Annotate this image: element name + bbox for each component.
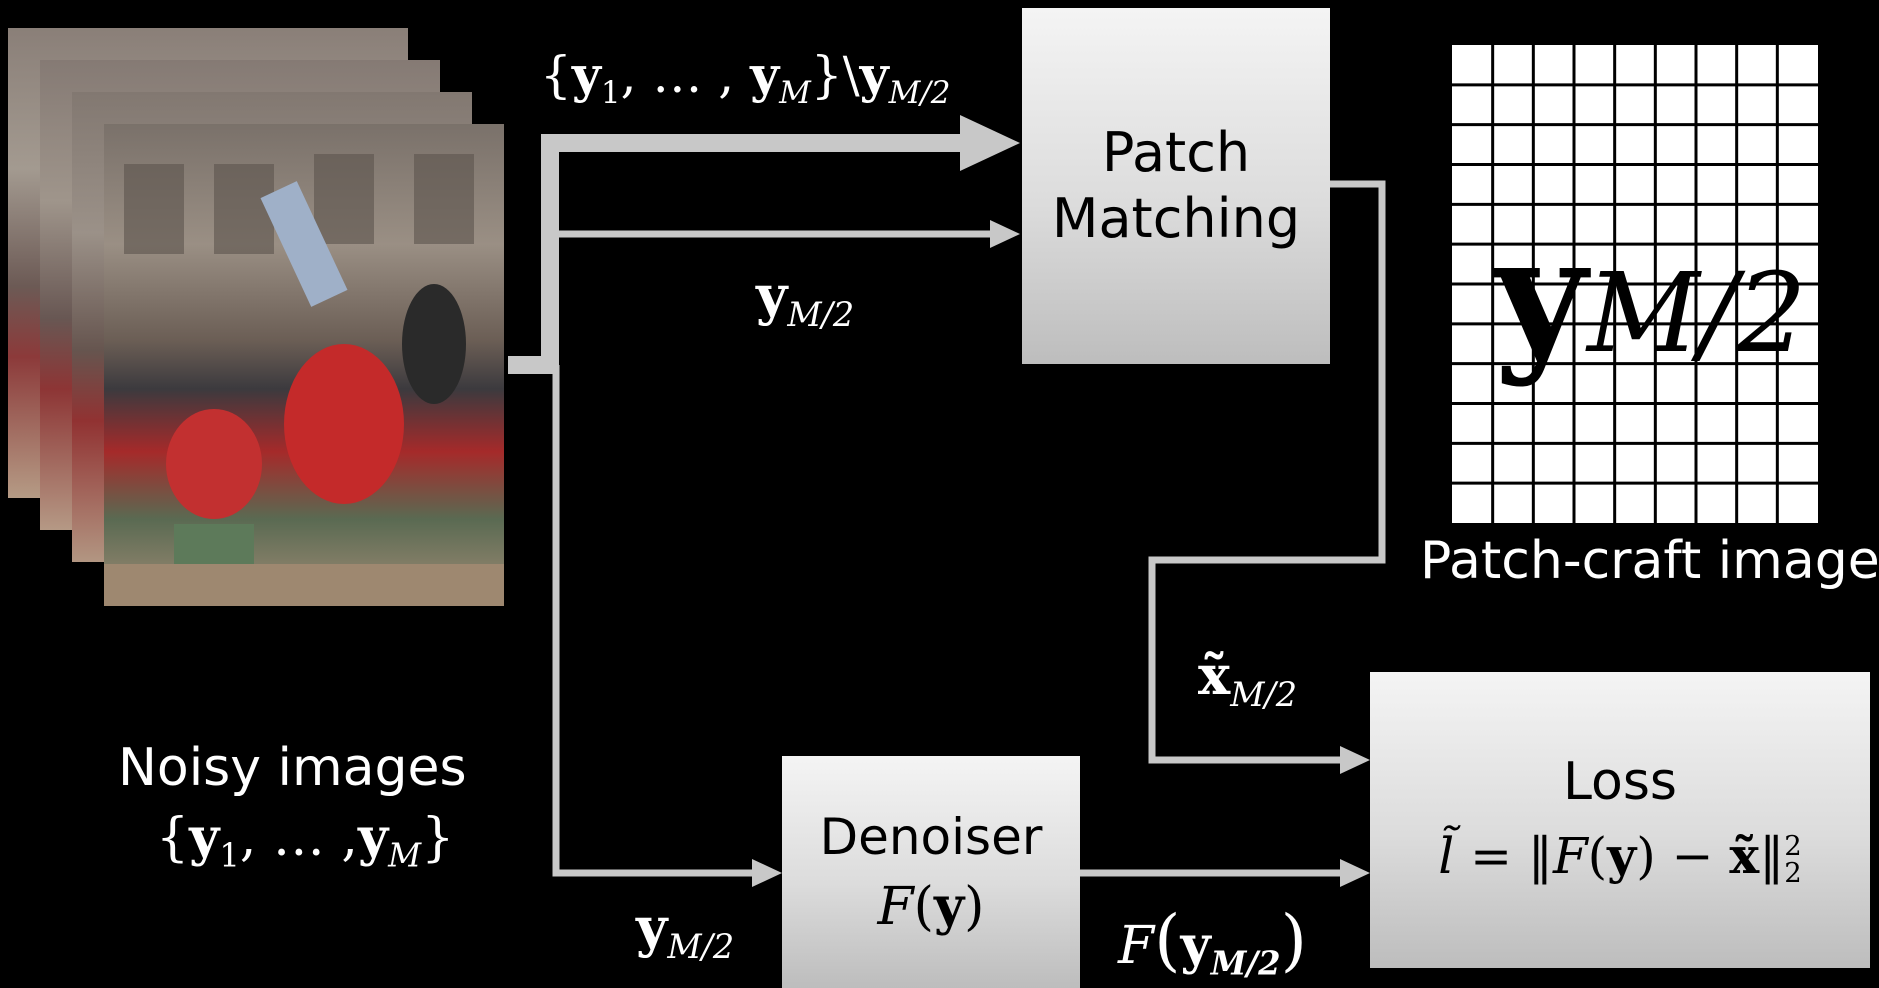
patch-matching-line1: Patch: [1101, 121, 1251, 185]
denoiser-input-label: yM/2: [636, 895, 735, 966]
reference-image-label: yM/2: [756, 263, 855, 334]
patchcraft-arrow-head: [1340, 746, 1370, 774]
denoiser-output-arrow-head: [1340, 859, 1370, 887]
patchcraft-caption: Patch-craft image: [1420, 531, 1879, 591]
denoiser-formula: F(y): [877, 875, 985, 937]
patchcraft-output-label: x̃M/2: [1198, 643, 1298, 714]
denoiser-box: Denoiser F(y): [782, 756, 1080, 988]
noisy-images-set: {y1, … ,yM}: [156, 807, 455, 875]
breakdancer-scene: [104, 154, 504, 606]
patchcraft-arrow-line: [1148, 180, 1386, 764]
thick-input-arrow-line: [508, 134, 960, 374]
denoiser-output-label: F(yM/2): [1118, 900, 1307, 983]
patchcraft-image: yM/2: [1452, 45, 1818, 523]
noisy-image-frame-4: [104, 124, 504, 606]
thick-input-arrow-head: [960, 115, 1020, 171]
denoiser-title: Denoiser: [819, 807, 1043, 866]
patchcraft-symbol: yM/2: [1494, 201, 1807, 389]
loss-title: Loss: [1562, 752, 1678, 813]
noisy-images-title: Noisy images: [118, 738, 467, 798]
denoiser-input-arrow-line: [552, 365, 760, 877]
patchcraft-grid: [1452, 45, 1818, 523]
patch-matching-line2: Matching: [1051, 187, 1301, 250]
reference-arrow-head: [990, 220, 1020, 248]
patch-matching-box: Patch Matching: [1022, 8, 1330, 364]
input-set-label: {y1, … , yM}\yM/2: [540, 45, 951, 111]
denoiser-input-arrow-head: [752, 859, 782, 887]
